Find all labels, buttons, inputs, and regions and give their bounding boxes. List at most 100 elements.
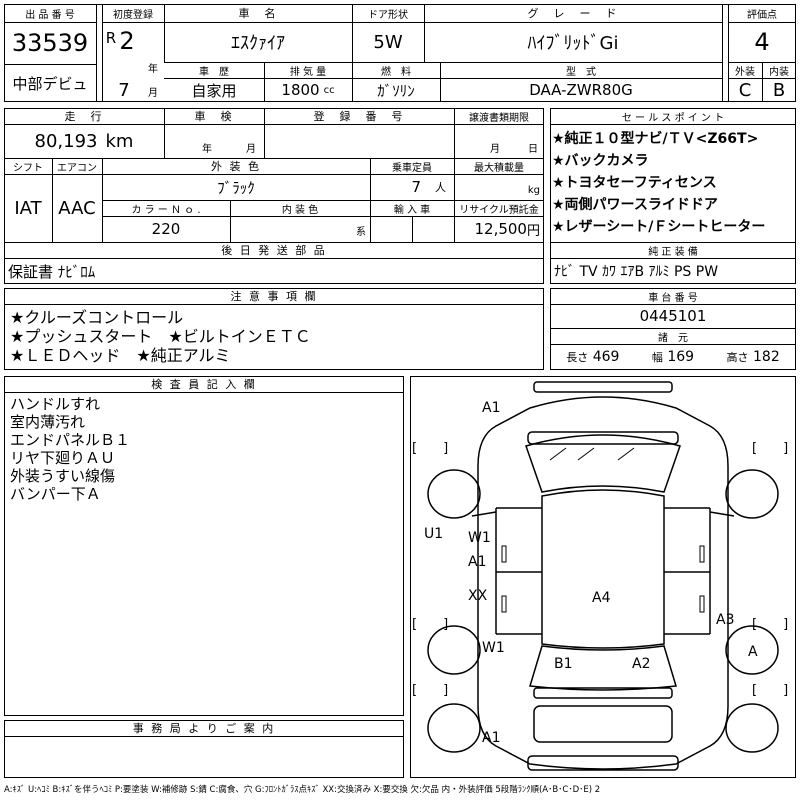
office-section — [4, 720, 404, 778]
inspection-year-unit: 年 — [202, 143, 212, 155]
height-value: 182 — [753, 349, 780, 365]
grade-label: グ レ ー ド — [527, 7, 619, 20]
model: DAA-ZWR80G — [529, 81, 633, 99]
bracket-mark: [ ] — [412, 683, 448, 698]
chassis-number: 0445101 — [639, 307, 707, 325]
import-label: 輸 入 車 — [393, 204, 431, 216]
length-value: 469 — [592, 349, 620, 365]
transfer-deadline-label: 譲渡書類期限 — [469, 112, 529, 124]
mark-tail-right: A2 — [632, 656, 650, 672]
bracket-mark: [ ] — [412, 441, 448, 456]
bracket-mark: [ ] — [752, 441, 788, 456]
inspector-line: 室内薄汚れ — [10, 413, 86, 431]
mark-roof: A4 — [592, 590, 611, 606]
inspector-label: 検 査 員 記 入 欄 — [151, 378, 257, 391]
max-load-unit: kg — [527, 184, 540, 196]
registration-month: 7 — [118, 80, 130, 100]
mark-rear-bumper: A1 — [482, 730, 500, 746]
aircon-label: エアコン — [57, 162, 97, 174]
car-diagram-section — [410, 376, 796, 778]
car-diagram: [ ] [ ] [ ] [ ] [ ] [ ] A1 U1 W1 A1 XX W… — [412, 381, 788, 771]
fuel: ｶﾞｿﾘﾝ — [377, 81, 415, 100]
chassis-label: 車 台 番 号 — [648, 292, 698, 304]
exterior-grade: C — [738, 79, 752, 101]
displacement-value: 1800 — [281, 81, 320, 99]
transfer-month-unit: 月 — [490, 143, 500, 155]
note-line: ★クルーズコントロール — [10, 308, 184, 327]
recycle-unit: 円 — [526, 223, 540, 239]
inspector-line: リヤ下廻りＡＵ — [10, 449, 116, 467]
capacity-value: 7 — [411, 178, 421, 196]
inspector-notes: ハンドルすれ 室内薄汚れ エンドパネルＢ１ リヤ下廻りＡＵ 外装うすい線傷 バン… — [6, 395, 402, 503]
later-parts-label: 後 日 発 送 部 品 — [221, 244, 327, 257]
lot-number: 33539 — [11, 29, 89, 57]
inspector-line: エンドパネルＢ１ — [10, 431, 131, 449]
mileage-value: 80,193 — [34, 130, 98, 152]
bracket-mark: [ ] — [752, 683, 788, 698]
damage-legend: A:ｷｽﾞ U:ﾍｺﾐ B:ｷｽﾞを伴うﾍｺﾐ P:要塗装 W:補修跡 S:錆 … — [4, 785, 601, 795]
mark-left-front-door-w: W1 — [468, 530, 491, 546]
aircon: AAC — [58, 197, 96, 219]
model-label: 型 式 — [566, 66, 596, 78]
chassis-section — [550, 288, 796, 370]
registration-year: 2 — [119, 27, 135, 55]
lot-number-label: 出 品 番 号 — [25, 9, 75, 21]
exterior-color: ﾌﾞﾗｯｸ — [217, 178, 255, 197]
interior-grade: B — [772, 79, 786, 101]
door-type: 5W — [373, 31, 403, 53]
capacity-label: 乗車定員 — [392, 162, 432, 174]
era: R — [105, 29, 117, 47]
inspection-month-unit: 月 — [246, 143, 256, 155]
score: 4 — [754, 28, 770, 56]
capacity-unit: 人 — [435, 181, 446, 194]
mark-right-rear-wheel: A — [748, 644, 758, 660]
max-load-label: 最大積載量 — [474, 162, 524, 174]
recycle-fee: 12,500 円 — [454, 216, 544, 242]
inspector-line: 外装うすい線傷 — [10, 467, 116, 485]
mark-front-bumper: A1 — [482, 400, 500, 416]
sales-point: ★バックカメラ — [552, 153, 649, 169]
recycle-value: 12,500 — [474, 220, 527, 238]
shift: IAT — [14, 197, 42, 219]
score-label: 評価点 — [747, 9, 777, 21]
sales-points-list: ★純正１０型ナビ/ＴＶ<Z66T> ★バックカメラ ★トヨタセーフティセンス ★… — [552, 128, 796, 238]
shift-label: シフト — [13, 162, 43, 174]
debut-text: 中部デビュ — [12, 74, 88, 93]
height-label: 高さ — [726, 351, 749, 364]
door-label: ドア形状 — [368, 9, 408, 21]
sales-point: ★両側パワースライドドア — [552, 197, 718, 213]
registration-number-label: 登 録 番 号 — [313, 110, 405, 123]
interior-color-unit: 系 — [356, 226, 366, 238]
equipment: ﾅﾋﾞ TV ｶﾜ ｴｱB ｱﾙﾐ PS PW — [554, 264, 719, 280]
history-label: 車 歴 — [199, 66, 229, 78]
recycle-label: リサイクル預託金 — [459, 204, 539, 216]
mark-left-front-door-a: A1 — [468, 554, 486, 570]
interior-color-label: 内 装 色 — [281, 204, 319, 216]
color-number: 220 — [151, 220, 181, 238]
sales-point: ★純正１０型ナビ/ＴＶ<Z66T> — [552, 131, 759, 147]
notes-label: 注 意 事 項 欄 — [230, 290, 318, 303]
office-label: 事 務 局 よ り ご 案 内 — [132, 722, 276, 735]
month-unit: 月 — [148, 87, 158, 99]
width-value: 169 — [667, 349, 695, 365]
mark-left-fender: U1 — [424, 526, 443, 542]
car-name-label: 車 名 — [238, 7, 278, 20]
capacity: 7 人 — [370, 174, 454, 200]
grade: ﾊｲﾌﾞﾘｯﾄﾞGi — [527, 33, 619, 54]
header-section — [4, 4, 796, 102]
sales-point: ★トヨタセーフティセンス — [552, 175, 717, 191]
sales-points-label: セ ー ル ス ポ イ ン ト — [621, 112, 725, 124]
displacement-unit: cc — [323, 84, 335, 96]
later-parts: 保証書 ﾅﾋﾞﾛﾑ — [8, 262, 96, 281]
equipment-label: 純 正 装 備 — [648, 246, 698, 258]
mark-left-rear-door: XX — [468, 588, 488, 604]
bracket-mark: [ ] — [752, 617, 788, 632]
car-name: ｴｽｸｧｲｱ — [231, 33, 285, 54]
inspector-section — [4, 376, 404, 716]
length-label: 長さ — [566, 351, 589, 364]
mark-left-rear-fender: W1 — [482, 640, 505, 656]
year-unit: 年 — [148, 63, 158, 75]
first-registration-label: 初度登録 — [113, 9, 153, 21]
mark-tail-left: B1 — [554, 656, 573, 672]
notes-section — [4, 288, 544, 370]
